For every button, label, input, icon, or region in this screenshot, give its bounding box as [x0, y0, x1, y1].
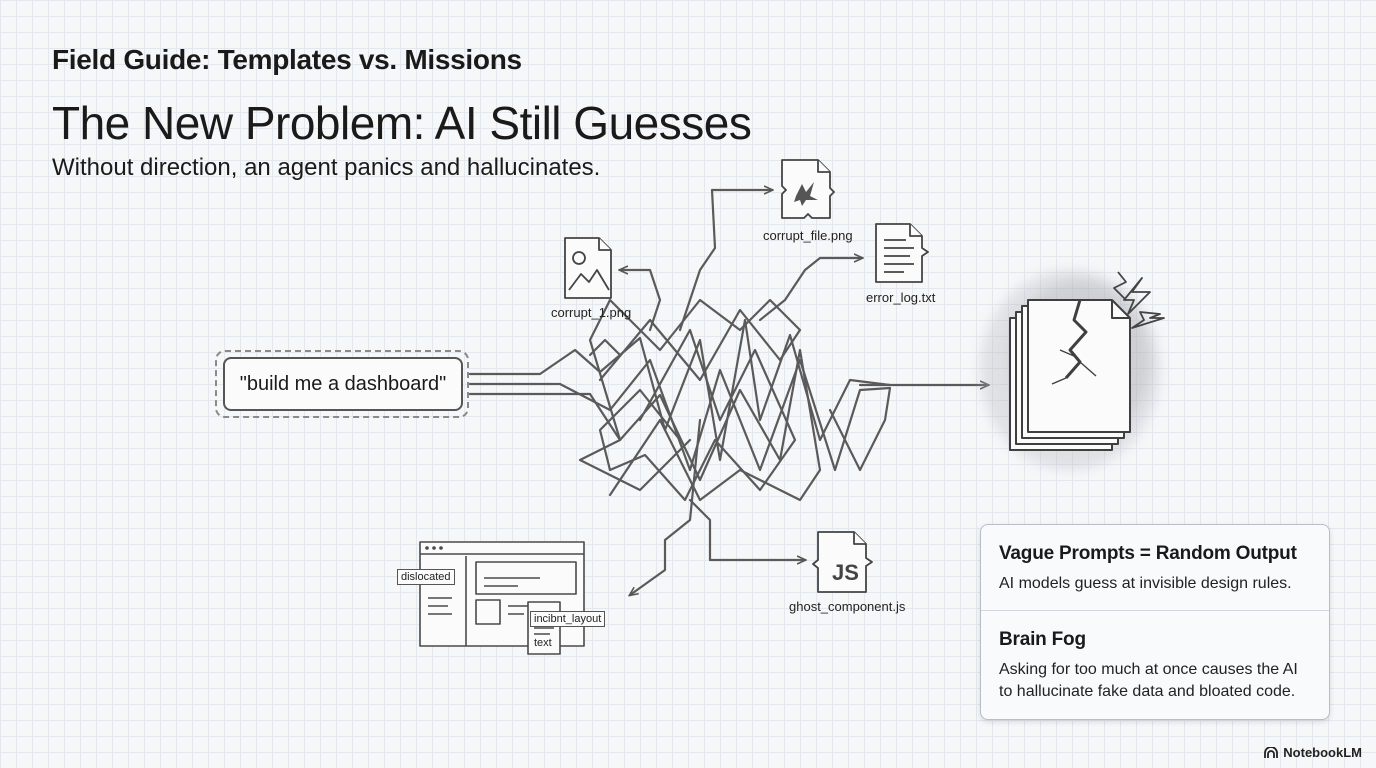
corrupt-1-label: corrupt_1.png [551, 305, 632, 320]
broken-document-stack-icon [980, 270, 1160, 470]
error-log-label: error_log.txt [866, 290, 936, 305]
page-subtitle: Without direction, an agent panics and h… [52, 154, 601, 181]
card-divider [981, 610, 1329, 611]
prompt-box: "build me a dashboard" [223, 357, 463, 411]
card-section-brain-fog: Brain Fog Asking for too much at once ca… [999, 629, 1315, 703]
card-heading: Vague Prompts = Random Output [999, 543, 1297, 564]
lightning-icon [1113, 271, 1165, 329]
notebooklm-logo-icon [1264, 746, 1279, 758]
prompt-frame [215, 350, 469, 418]
text-file-icon [875, 223, 929, 283]
text-tag: text [534, 637, 552, 649]
brand-watermark: NotebookLM [1264, 745, 1362, 760]
image-file-icon [564, 237, 612, 299]
broken-file-icon [781, 159, 835, 219]
card-body: Asking for too much at once causes the A… [999, 661, 1298, 700]
info-card: Vague Prompts = Random Output AI models … [980, 524, 1330, 720]
layout-tag: incibnt_layout [530, 611, 606, 627]
card-heading: Brain Fog [999, 629, 1086, 650]
card-body: AI models guess at invisible design rule… [999, 575, 1292, 592]
tangled-lines [468, 190, 988, 595]
js-file-icon [812, 531, 873, 593]
ghost-component-label: ghost_component.js [789, 599, 906, 614]
brand-name: NotebookLM [1283, 745, 1362, 760]
card-section-vague: Vague Prompts = Random Output AI models … [999, 543, 1315, 595]
page-title: The New Problem: AI Still Guesses [52, 97, 752, 149]
dislocated-tag: dislocated [397, 569, 455, 585]
browser-window-sketch-icon [419, 541, 585, 655]
js-badge: JS [832, 560, 859, 585]
corrupt-file-label: corrupt_file.png [763, 228, 853, 243]
guide-kicker: Field Guide: Templates vs. Missions [52, 44, 522, 75]
